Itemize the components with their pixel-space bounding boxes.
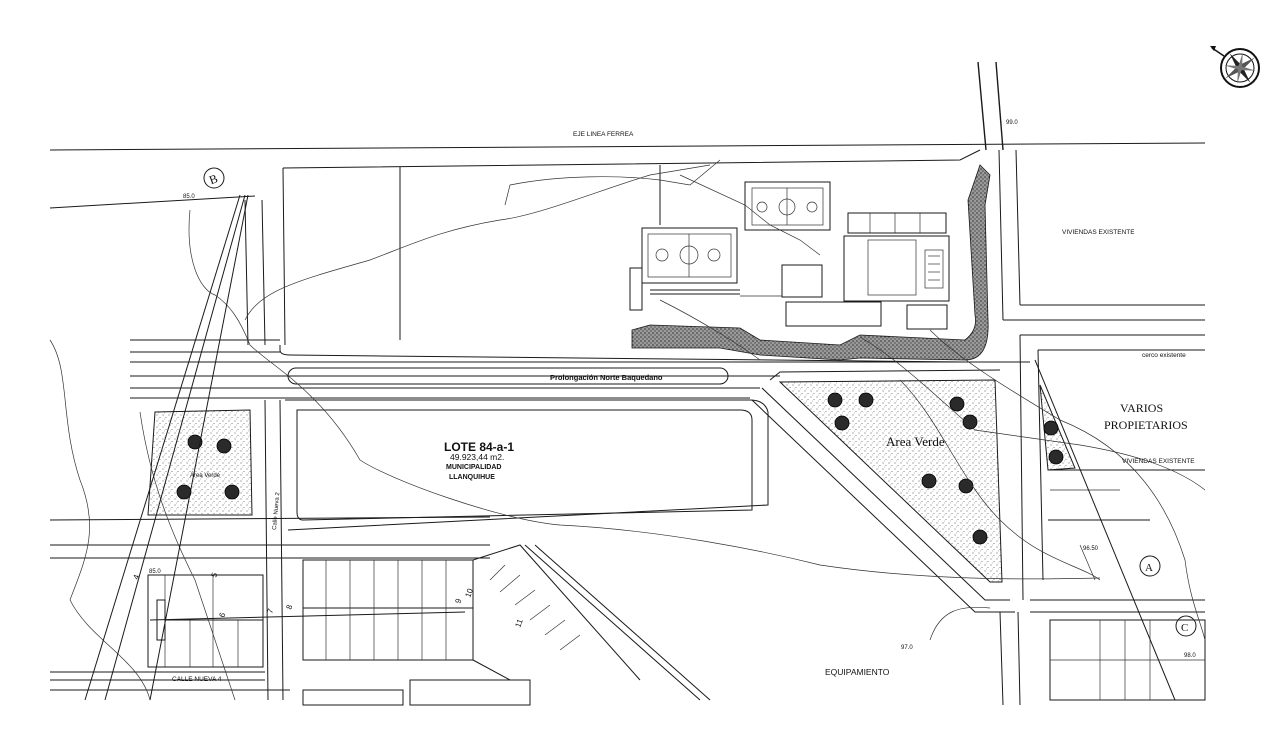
elevation-98: 98.0 — [1184, 653, 1196, 659]
lot-title: LOTE 84-a-1 — [444, 440, 514, 454]
green-area-left — [147, 409, 253, 516]
section-marker-a: A — [1139, 555, 1161, 577]
lot-number: 7 — [265, 607, 275, 615]
residential-lots-left — [49, 516, 491, 691]
section-lines — [84, 194, 1176, 701]
main-street: Prolongación Norte Baquedano — [130, 339, 1030, 399]
right-road — [977, 61, 1205, 601]
site-boundary — [282, 149, 981, 346]
sports-court-upper — [744, 181, 831, 231]
green-area-right-label: Area Verde — [886, 434, 945, 449]
green-area-left-label: Área Verde — [190, 472, 221, 479]
lot-number: 4 — [131, 573, 141, 581]
residential-lots-middle — [302, 544, 711, 706]
owners-label-2: PROPIETARIOS — [1104, 418, 1188, 432]
school-building — [740, 212, 950, 330]
street-vertical-label: Calle Nueva 2 — [272, 491, 281, 530]
lot-area: 49.923,44 m2. — [450, 452, 504, 462]
lot-number: 10 — [463, 587, 475, 599]
trees-left — [176, 434, 240, 500]
section-marker-b: B — [203, 167, 225, 189]
equipment-label: EQUIPAMIENTO — [825, 667, 890, 677]
housing-top-label: VIVIENDAS EXISTENTE — [1062, 229, 1135, 236]
lot-84-boundary — [285, 399, 769, 531]
lot-number: 6 — [217, 611, 227, 619]
street-bottom-label: CALLE NUEVA 4 — [172, 676, 222, 683]
housing-right-label: VIVIENDAS EXISTENTE — [1122, 458, 1195, 465]
elevation-85-bottom: 85.0 — [149, 569, 161, 575]
compass-rose-icon — [1210, 46, 1260, 88]
lot-owner-1: MUNICIPALIDAD — [446, 464, 501, 471]
elevation-96: 96.50 — [1083, 546, 1099, 552]
svg-text:A: A — [1145, 562, 1153, 574]
elevation-85-top: 85.0 — [183, 194, 195, 200]
access-path — [631, 164, 991, 361]
lot-number: 8 — [284, 603, 294, 611]
lot-number: 9 — [453, 597, 463, 605]
lot-number: 11 — [513, 617, 524, 628]
svg-text:B: B — [207, 171, 219, 187]
green-area-right — [751, 369, 1015, 613]
svg-text:C: C — [1181, 622, 1188, 634]
elevation-97: 97.0 — [901, 645, 913, 651]
fence-label: cerco existente — [1142, 352, 1186, 359]
street-main-label: Prolongación Norte Baquedano — [550, 373, 663, 382]
rail-axis-label: EJE LINEA FERREA — [573, 131, 634, 138]
left-street — [244, 199, 284, 701]
railway-axis — [49, 142, 1206, 209]
owners-label-1: VARIOS — [1120, 401, 1163, 415]
trees-right — [827, 392, 1064, 545]
lot-owner-2: LLANQUIHUE — [449, 474, 495, 481]
elevation-99: 99.0 — [1006, 120, 1018, 126]
section-marker-c: C — [1175, 615, 1197, 637]
lot-number: 5 — [209, 571, 219, 579]
sports-court-lower — [629, 227, 740, 311]
residential-lots-right — [999, 469, 1206, 706]
